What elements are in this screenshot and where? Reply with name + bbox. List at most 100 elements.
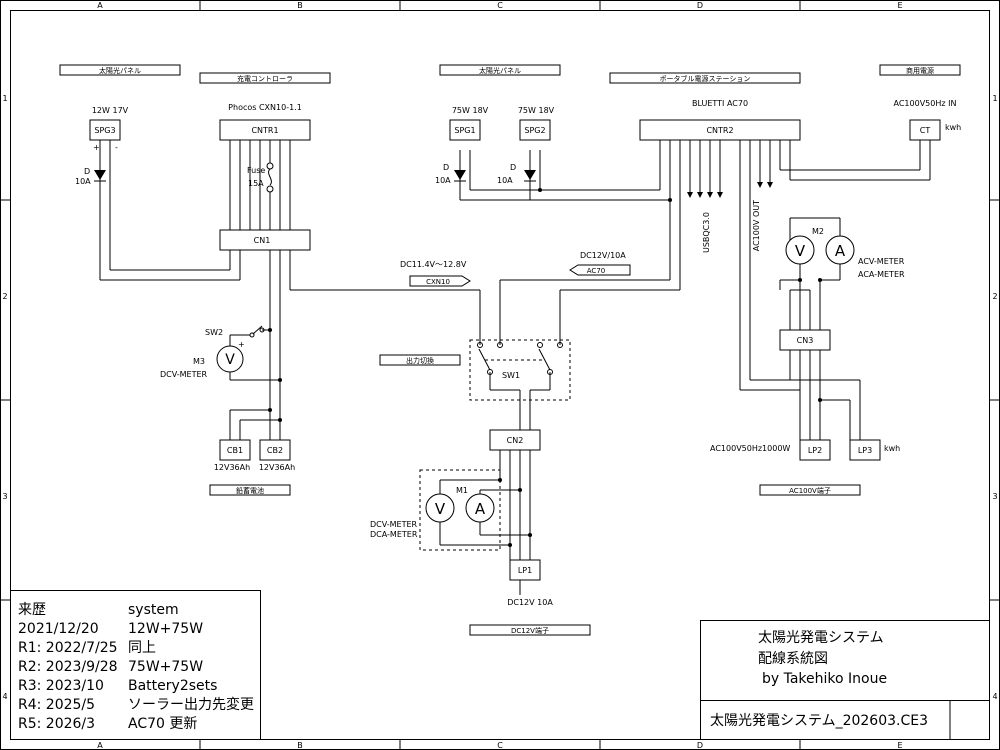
section-solar-mid: 太陽光パネル bbox=[479, 66, 521, 75]
switch-icon bbox=[477, 342, 563, 375]
grid-col-e-top: E bbox=[897, 1, 902, 10]
section-box-solar-mid bbox=[439, 64, 561, 76]
fuse-label: Fuse bbox=[247, 166, 265, 175]
spg1-spec: 75W 18V bbox=[452, 106, 489, 115]
cxn10-range: DC11.4V～12.8V bbox=[400, 260, 467, 269]
grid-col-c-top: C bbox=[497, 1, 503, 10]
junctions bbox=[268, 188, 822, 547]
switch-icon bbox=[249, 325, 265, 338]
lp1-label: LP1 bbox=[518, 566, 532, 575]
grid-row-4-right: 4 bbox=[992, 692, 997, 701]
diode-spg2-label: D bbox=[510, 163, 516, 172]
history-row-4-date: R4: 2025/5 bbox=[18, 697, 95, 713]
grid-col-d-bottom: D bbox=[697, 741, 703, 750]
history-row-2-desc: 75W+75W bbox=[128, 659, 203, 675]
section-output-switch: 出力切換 bbox=[406, 356, 434, 365]
section-box-charge-controller bbox=[199, 72, 331, 84]
history-title: 来歴 bbox=[18, 602, 46, 618]
spg2-spec: 75W 18V bbox=[518, 106, 555, 115]
spg2-label: SPG2 bbox=[524, 126, 545, 135]
m2-a-symbol: A bbox=[835, 242, 846, 260]
spg3-plus: + bbox=[93, 143, 100, 152]
history-row-5-date: R5: 2026/3 bbox=[18, 716, 95, 732]
voltmeter-icon: V bbox=[785, 235, 815, 265]
history-row-1-date: R1: 2022/7/25 bbox=[18, 640, 118, 656]
history-list: 2021/12/20 12W+75W R1: 2022/7/25 同上 R2: … bbox=[18, 621, 254, 732]
fuse-rating: 15A bbox=[248, 179, 264, 188]
title-filename: 太陽光発電システム_202603.CE3 bbox=[710, 713, 928, 729]
sw2-label: SW2 bbox=[205, 328, 223, 337]
diode-icon bbox=[524, 170, 536, 182]
lp3-unit: kwh bbox=[884, 444, 900, 453]
grid-row-2-right: 2 bbox=[992, 292, 997, 301]
cb2-label: CB2 bbox=[267, 446, 283, 455]
cn2-label: CN2 bbox=[507, 436, 524, 445]
voltmeter-icon: V bbox=[216, 345, 244, 373]
wires bbox=[99, 140, 931, 595]
ammeter-icon: A bbox=[825, 235, 855, 265]
m1-desc-1: DCV-METER bbox=[370, 520, 418, 529]
grid-col-a-bottom: A bbox=[97, 741, 103, 750]
grid-col-c-bottom: C bbox=[497, 741, 503, 750]
grid-col-a-top: A bbox=[97, 1, 103, 10]
ac70-flag: AC70 bbox=[587, 267, 605, 275]
cxn10-flag-shape bbox=[409, 275, 471, 287]
section-charge-controller: 充電コントローラ bbox=[237, 74, 293, 83]
title-line-2: 配線系統図 bbox=[758, 651, 828, 667]
cb2-box bbox=[259, 439, 291, 461]
section-dc-terminal: DC12V端子 bbox=[511, 626, 549, 635]
section-ac-terminal: AC100V端子 bbox=[789, 486, 831, 495]
cn1-box bbox=[219, 229, 311, 251]
lp2-box bbox=[799, 439, 831, 461]
history-row-5-desc: AC70 更新 bbox=[128, 716, 197, 732]
cn3-label: CN3 bbox=[797, 336, 814, 345]
cxn10-flag: CXN10 bbox=[426, 278, 450, 286]
cb1-spec: 12V36Ah bbox=[214, 463, 250, 472]
diode-spg2-rating: 10A bbox=[497, 176, 513, 185]
section-box-solar-left bbox=[59, 64, 181, 76]
cn3-box bbox=[779, 329, 831, 351]
m2-desc-1: ACV-METER bbox=[858, 257, 905, 266]
section-battery: 鉛蓄電池 bbox=[236, 486, 264, 495]
grid-row-2-left: 2 bbox=[2, 292, 7, 301]
m3-plus: + bbox=[238, 340, 245, 349]
diode-icon bbox=[94, 170, 106, 182]
cn1-label: CN1 bbox=[254, 236, 271, 245]
sw1-label: SW1 bbox=[502, 371, 520, 380]
m2-desc-2: ACA-METER bbox=[858, 270, 905, 279]
m3-v-symbol: V bbox=[225, 352, 235, 368]
grid-row-1-right: 1 bbox=[992, 94, 997, 103]
grid-col-b-bottom: B bbox=[297, 741, 303, 750]
cb1-box bbox=[219, 439, 251, 461]
sw1-enclosure bbox=[469, 339, 571, 401]
grid-col-e-bottom: E bbox=[897, 741, 902, 750]
m1-v-symbol: V bbox=[435, 500, 446, 518]
filename-block bbox=[700, 700, 990, 740]
title-author: by Takehiko Inoue bbox=[762, 671, 887, 687]
arrow-down-icon bbox=[687, 182, 773, 198]
diode-icon bbox=[454, 170, 466, 182]
ac70-flag-shape bbox=[569, 264, 631, 276]
usb-label: USBQC3.0 bbox=[702, 212, 711, 253]
fuse-icon bbox=[266, 162, 274, 193]
m3-desc: DCV-METER bbox=[160, 370, 208, 379]
ct-unit: kwh bbox=[945, 123, 961, 132]
lp3-label: LP3 bbox=[858, 446, 872, 455]
m1-label: M1 bbox=[456, 486, 468, 495]
voltmeter-icon: V bbox=[425, 493, 455, 523]
cntr2-label: CNTR2 bbox=[706, 126, 733, 135]
m1-desc-2: DCA-METER bbox=[370, 530, 418, 539]
lp3-box bbox=[849, 439, 881, 461]
diode-spg3-label: D bbox=[84, 167, 90, 176]
history-block bbox=[10, 590, 261, 740]
grid-row-4-left: 4 bbox=[2, 692, 7, 701]
cntr2-box bbox=[639, 119, 801, 141]
lp2-spec: AC100V50Hz1000W bbox=[710, 444, 790, 453]
grid-row-3-left: 3 bbox=[2, 492, 7, 501]
cn2-box bbox=[489, 429, 541, 451]
ct-label: CT bbox=[920, 126, 931, 135]
diode-spg3-rating: 10A bbox=[75, 177, 91, 186]
history-row-4-desc: ソーラー出力先変更 bbox=[128, 696, 254, 713]
